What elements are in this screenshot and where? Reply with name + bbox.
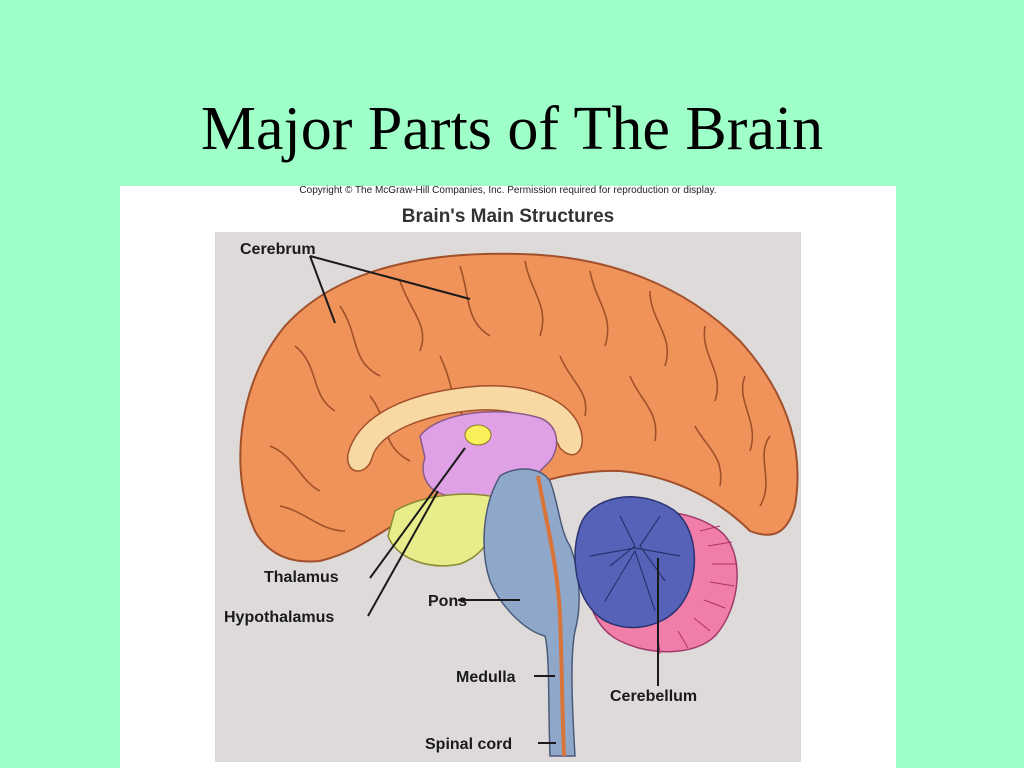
thalamus-core-shape [464,424,492,446]
cerebellum-folia [589,515,681,612]
brainstem-shape [483,468,580,757]
slide-title: Major Parts of The Brain [200,95,824,163]
thalamus-leader [369,447,466,579]
label-cerebrum: Cerebrum [240,241,316,258]
hypothalamus-leader [367,490,439,617]
brain-illustration [239,252,799,757]
cerebrum-leader-2 [309,255,471,300]
cerebellum-inner-shape [574,496,696,629]
spinal-tract-shape [536,475,566,757]
label-thalamus: Thalamus [264,569,339,586]
cerebellum-ridges [657,525,736,655]
label-hypothalamus: Hypothalamus [224,609,335,626]
leader-lines [309,255,659,744]
label-cerebellum: Cerebellum [610,688,698,705]
copyright-notice: Copyright © The McGraw-Hill Companies, I… [299,185,717,196]
corpus-callosum-shape [347,385,583,472]
label-medulla: Medulla [456,669,516,686]
label-spinal-cord: Spinal cord [425,736,513,753]
cerebrum-folds [269,260,771,532]
diagram-heading: Brain's Main Structures [401,206,615,227]
figure-panel: Copyright © The McGraw-Hill Companies, I… [120,186,896,768]
cerebrum-leader-1 [309,255,336,324]
label-pons: Pons [428,593,468,610]
